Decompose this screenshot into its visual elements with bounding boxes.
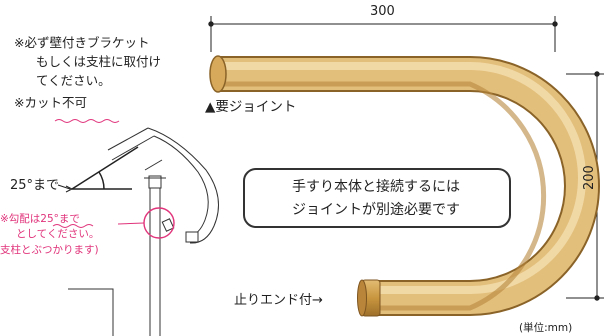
post-detail [68, 127, 219, 336]
dimension-300 [208, 16, 558, 52]
callout-line-2: ジョイントが別途必要です [292, 202, 460, 218]
end-cap [357, 279, 381, 317]
note-line-4: ※カット不可 [14, 95, 87, 110]
joint-required-label: ▲要ジョイント [205, 99, 297, 115]
joint-callout-box [243, 168, 511, 228]
dimension-width-label: 300 [370, 4, 395, 19]
note-line-3: てください。 [36, 73, 111, 88]
handrail-bend [209, 55, 600, 316]
note-line-2: もしくは支柱に取付け [36, 54, 162, 69]
angle-note-1: ※勾配は25°まで [0, 213, 80, 225]
angle-sketch [57, 146, 139, 193]
angle-note-2: としてください。 [16, 228, 100, 240]
note-line-1: ※必ず壁付きブラケット [14, 35, 150, 50]
angle-note-3: 支柱とぶつかります) [0, 244, 99, 256]
end-cap-label: 止りエンド付→ [234, 293, 323, 308]
angle-label: 25°まで [10, 178, 60, 193]
wavy-underlines [52, 119, 120, 228]
unit-label: (単位:mm) [519, 322, 573, 334]
dimension-height-label: 200 [582, 165, 597, 190]
callout-line-1: 手すり本体と接続するには [292, 179, 460, 195]
